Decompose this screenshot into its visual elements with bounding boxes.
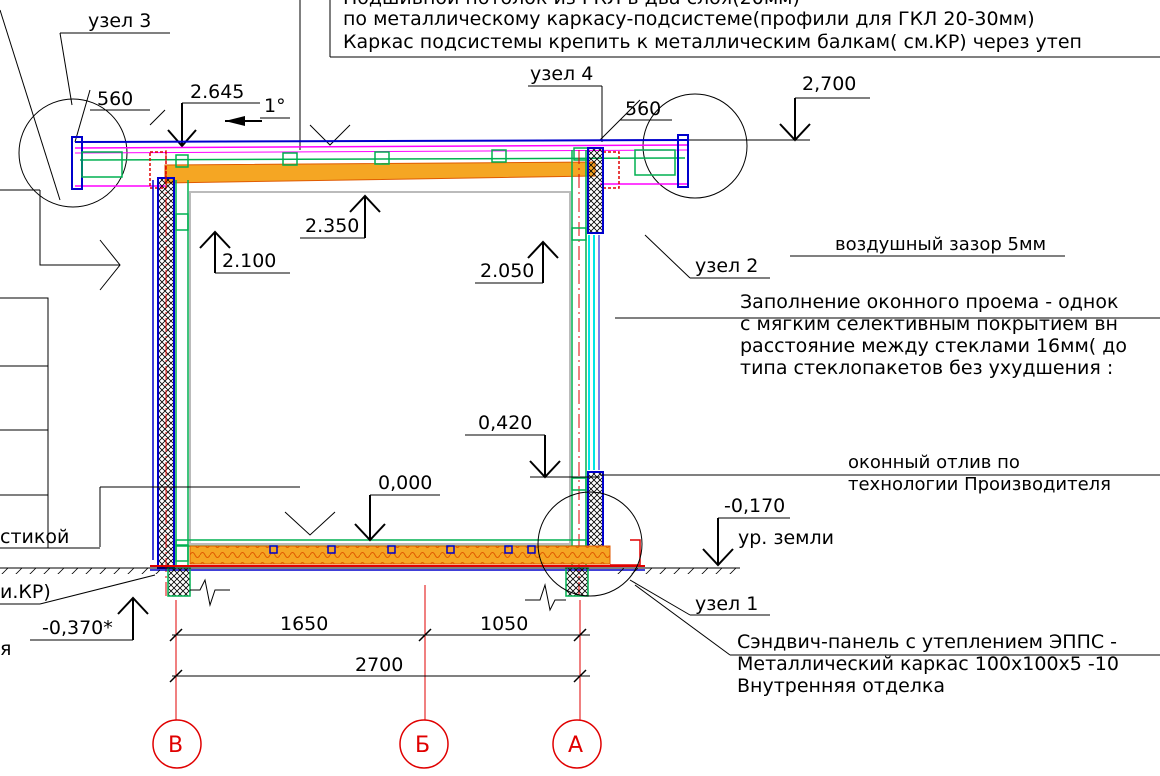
- roof-insulation: [164, 161, 596, 184]
- window-note: Заполнение оконного проема - однок с мяг…: [615, 291, 1160, 379]
- grid-axes: В Б А: [152, 719, 602, 769]
- slope-value: 1°: [264, 95, 286, 117]
- level-sill-value: 0,420: [478, 412, 532, 434]
- node1-callout: узел 1: [629, 579, 770, 616]
- node4-circle: [642, 93, 748, 199]
- window-note-line4: типа стеклопакетов без ухудшения :: [740, 357, 1113, 379]
- drip-note-line2: технологии Производителя: [848, 474, 1111, 495]
- window-note-line1: Заполнение оконного проема - однок: [740, 291, 1118, 313]
- left-annotations: стикой и.КР) я: [0, 189, 156, 660]
- node3-label: узел 3: [88, 10, 151, 32]
- left-frag2: и.КР): [0, 581, 51, 603]
- overhang-right: 560: [625, 98, 661, 120]
- sandwich-note: Сэндвич-панель с утеплением ЭППС - Метал…: [634, 584, 1160, 697]
- floor-structure: [150, 539, 645, 612]
- level-win-top-right-value: 2.050: [480, 260, 534, 282]
- top-note-line3: Каркас подсистемы крепить к металлически…: [343, 31, 1082, 53]
- level-floor: 0,000: [99, 472, 440, 547]
- level-ground: -0,170 ур. земли: [702, 495, 834, 567]
- window-note-line2: с мягким селективным покрытием вн: [740, 313, 1118, 335]
- dim-span-b: 1050: [480, 613, 528, 635]
- interior-outline: [189, 191, 571, 545]
- left-frag3: я: [0, 638, 11, 660]
- level-win-top-left-value: 2.100: [222, 250, 276, 272]
- right-wall: [571, 147, 604, 600]
- left-frag1: стикой: [0, 526, 69, 548]
- sandwich-line3: Внутренняя отделка: [737, 675, 945, 697]
- axis-right-label: А: [568, 733, 583, 758]
- level-floor-value: 0,000: [378, 472, 432, 494]
- dim-total: 2700: [355, 654, 403, 676]
- level-ceil-mid: 2.350: [300, 194, 381, 239]
- drip-note: оконный отлив по технологии Производител…: [600, 452, 1160, 495]
- node4-callout: узел 4: [528, 63, 748, 199]
- drip-note-line1: оконный отлив по: [848, 452, 1020, 473]
- top-note-line1: Подшивной потолок из ГКЛ в два слоя(20мм…: [343, 0, 800, 9]
- node1-label: узел 1: [695, 593, 758, 615]
- window-note-line3: расстояние между стеклами 16мм( до: [740, 335, 1127, 357]
- left-wall: [152, 150, 189, 600]
- air-gap-text: воздушный зазор 5мм: [835, 234, 1046, 255]
- level-ground-value: -0,170: [724, 495, 785, 517]
- air-gap-note: воздушный зазор 5мм: [790, 234, 1065, 257]
- axis-middle-label: Б: [415, 733, 430, 758]
- node4-label: узел 4: [530, 63, 593, 85]
- axis-left-label: В: [168, 733, 183, 758]
- dim-span-a: 1650: [280, 613, 328, 635]
- level-foundation-value: -0,370*: [42, 617, 113, 639]
- level-foundation: -0,370*: [30, 596, 149, 641]
- overhang-dims: 560 560: [74, 88, 672, 143]
- dimension-chain: 1650 1050 2700: [169, 585, 590, 720]
- level-ground-label: ур. земли: [738, 527, 834, 549]
- top-note: Подшивной потолок из ГКЛ в два слоя(20мм…: [329, 0, 1160, 58]
- sandwich-line1: Сэндвич-панель с утеплением ЭППС -: [737, 631, 1117, 653]
- level-ceil-left: 2.645 1°: [167, 81, 290, 148]
- node1-circle: [537, 491, 643, 597]
- level-sill: 0,420: [465, 412, 600, 479]
- sandwich-line2: Металлический каркас 100х100х5 -10: [737, 653, 1119, 675]
- overhang-left: 560: [97, 88, 133, 110]
- level-ceil-left-value: 2.645: [190, 81, 244, 103]
- top-note-line2: по металлическому каркасу-подсистеме(про…: [343, 8, 1035, 30]
- level-roof-top-value: 2,700: [802, 73, 856, 95]
- level-win-top-right: 2.050: [475, 240, 559, 284]
- node2-callout: узел 2: [644, 234, 770, 279]
- ground-line: [0, 567, 740, 574]
- level-ceil-mid-value: 2.350: [305, 215, 359, 237]
- level-win-top-left: 2.100: [199, 230, 290, 274]
- node2-label: узел 2: [695, 255, 758, 277]
